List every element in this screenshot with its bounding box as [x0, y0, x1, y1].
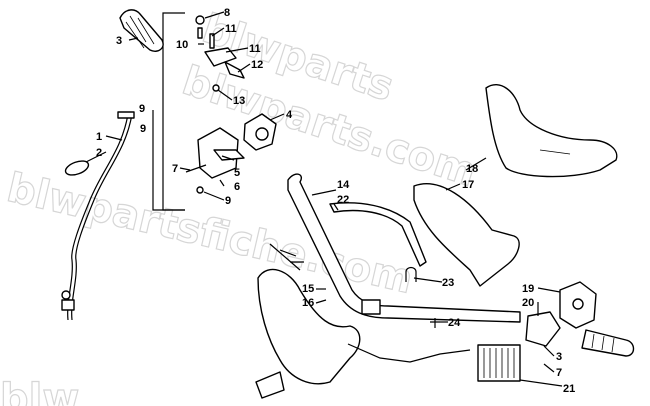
watermark-bottom: blw — [0, 376, 79, 406]
leader-lines — [85, 11, 563, 387]
handlebar-pad-17-18 — [257, 268, 361, 385]
screw-26 — [430, 318, 440, 328]
callout-19: 17 — [462, 179, 474, 191]
callout-7-left: 7 — [172, 163, 178, 175]
bracket-8-9 — [152, 12, 185, 211]
callout-25: 23 — [442, 277, 454, 289]
callout-2: 2 — [96, 147, 102, 159]
throttle-cable — [61, 111, 135, 321]
wiring-harness — [255, 243, 471, 399]
callout-3-left: 3 — [116, 35, 122, 47]
u-bolt — [405, 266, 417, 282]
handlebar — [287, 173, 521, 323]
heating-element — [477, 344, 521, 382]
callout-17: 15 — [302, 283, 314, 295]
watermark-long: blwpartsfiche.com — [3, 165, 417, 303]
handlebar-pad-19 — [413, 183, 520, 287]
handlebar-switch-4 — [243, 113, 277, 151]
throttle-housing — [185, 127, 245, 194]
callout-9: 9 — [140, 123, 146, 135]
callout-11-top: 8 — [224, 7, 230, 19]
callout-24: 22 — [337, 194, 349, 206]
callout-1: 1 — [96, 131, 102, 143]
callout-labels: 3 8 11 10 11 12 13 9 9 4 1 2 7 5 6 9 14 … — [96, 7, 575, 395]
callout-20: 18 — [466, 163, 478, 175]
callout-21: 19 — [522, 283, 534, 295]
callout-18: 16 — [302, 297, 314, 309]
callout-5: 5 — [234, 167, 240, 179]
callout-15: 13 — [233, 95, 245, 107]
callout-22: 20 — [522, 297, 534, 309]
callout-12: 11 — [249, 43, 261, 55]
callout-23: 21 — [563, 383, 575, 395]
handlebar-pad-20 — [485, 83, 618, 178]
callout-7-right: 7 — [556, 367, 562, 379]
callout-14: 12 — [251, 59, 263, 71]
cable-clip — [64, 160, 90, 176]
callout-4: 4 — [286, 109, 293, 121]
right-switch-housing — [525, 281, 597, 347]
crossbar-pad — [329, 202, 427, 267]
callout-13: 11 — [225, 23, 237, 35]
callout-8: 9 — [139, 103, 145, 115]
callout-3-right: 3 — [556, 351, 562, 363]
callout-6: 6 — [234, 181, 240, 193]
right-grip — [581, 329, 635, 357]
callout-16: 14 — [337, 179, 350, 191]
callout-11-bottom: 9 — [225, 195, 231, 207]
watermark: blwparts blwparts.com blwpartsfiche.com … — [0, 5, 482, 406]
left-grip — [119, 9, 164, 52]
throttle-parts — [195, 15, 245, 92]
callout-26: 24 — [448, 317, 461, 329]
callout-10: 10 — [176, 39, 188, 51]
